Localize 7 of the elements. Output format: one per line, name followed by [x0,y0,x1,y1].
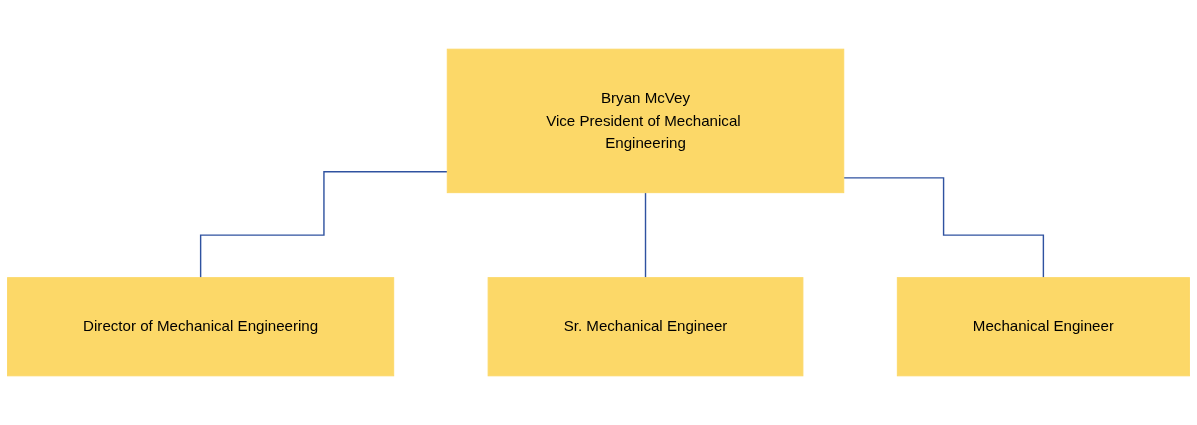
connector [199,171,448,279]
connector [843,177,1045,279]
node-box: Director of Mechanical Engineering [7,277,395,377]
node-box: Mechanical Engineer [896,277,1190,377]
connector [644,191,647,279]
node-box: Sr. Mechanical Engineer [487,277,804,377]
node-box: Bryan McVey Vice President of Mechanical Engineering [446,48,845,194]
